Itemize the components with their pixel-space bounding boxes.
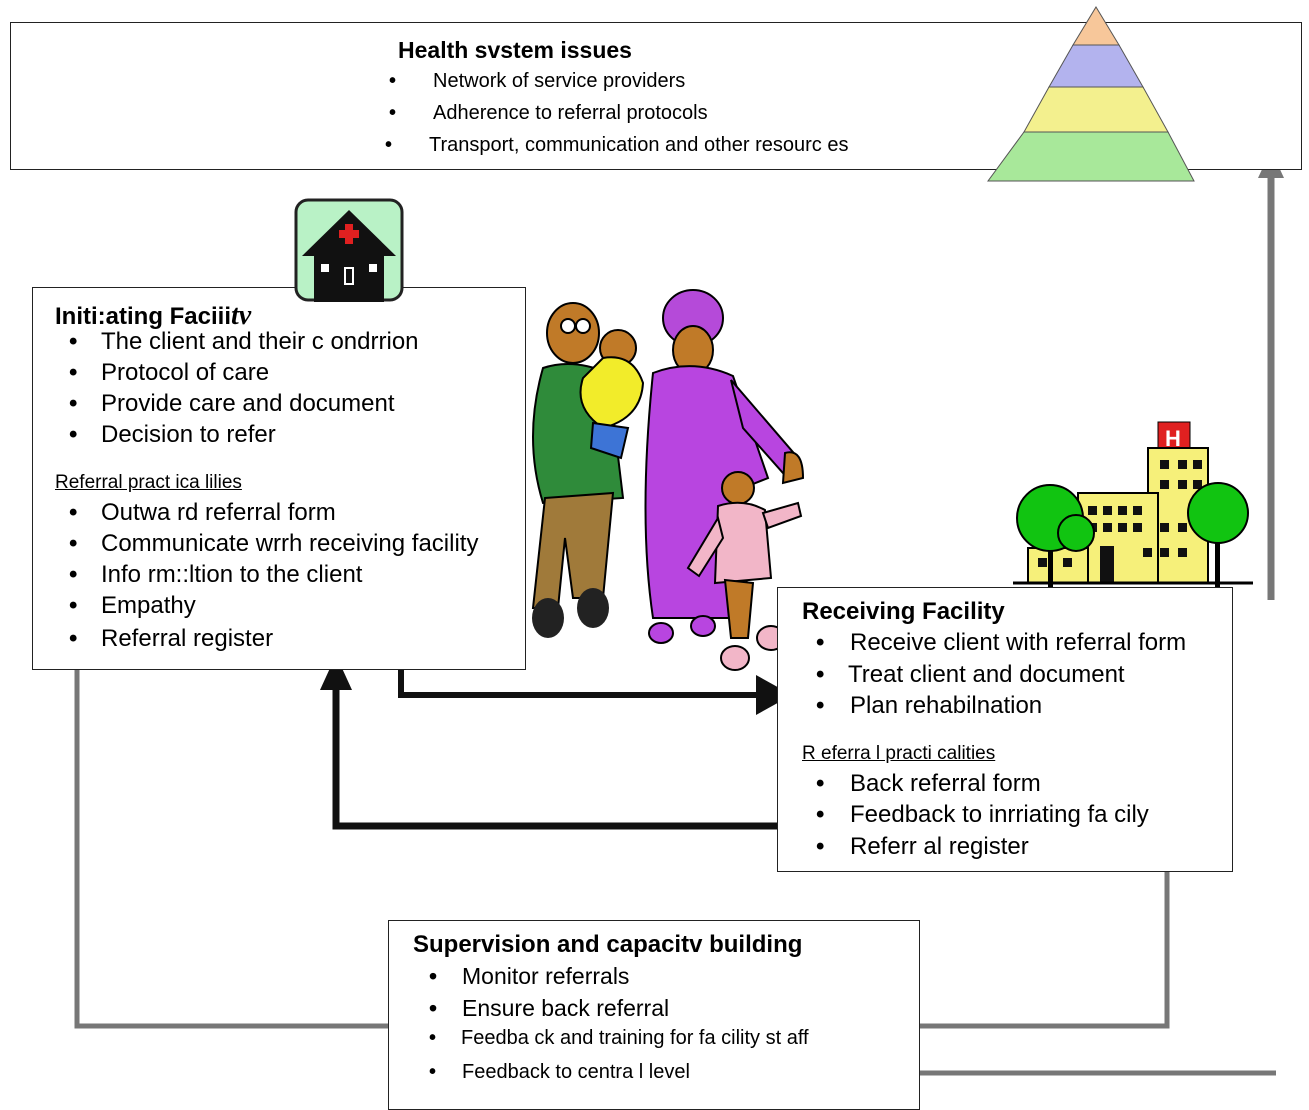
supervision-title: Supervision and capacitv building	[413, 931, 803, 958]
initiating-care-list: •The client and their c ondrrion •Protoc…	[69, 328, 419, 452]
list-item: •Info rm::ltion to the client	[69, 561, 363, 588]
list-item: •Receive client with referral form	[816, 629, 1187, 656]
health-system-list: •Network of service providers •Adherence…	[385, 70, 848, 166]
list-item: •Feedba ck and training for fa cility st…	[429, 1027, 809, 1049]
health-system-title: Health svstem issues	[398, 37, 632, 63]
list-item: •Feedback to inrriating fa cily	[816, 801, 1149, 828]
initiating-practicalities-label: Referral pract ica lilies	[55, 472, 242, 493]
list-item: •Adherence to referral protocols	[389, 102, 708, 124]
supervision-box: Supervision and capacitv building •Monit…	[388, 920, 920, 1110]
receiving-facility-box: Receiving Facility •Receive client with …	[777, 587, 1233, 872]
list-item: •Network of service providers	[389, 70, 686, 92]
list-item: •Empathy	[69, 592, 196, 619]
initiating-facility-box: Initi:ating Faciiitv •The client and the…	[32, 287, 526, 670]
receiving-practicalities-list: •Back referral form •Feedback to inrriat…	[816, 770, 1149, 864]
hospital-sign-text: H	[1165, 426, 1181, 451]
list-item: •Outwa rd referral form	[69, 499, 336, 526]
list-item: •Plan rehabilnation	[816, 692, 1043, 719]
black-arrowhead-up	[320, 655, 352, 690]
list-item: •Protocol of care	[69, 359, 270, 386]
list-item: •Communicate wrrh receiving facility	[69, 530, 479, 557]
list-item: •Back referral form	[816, 770, 1041, 797]
gray-line-initiating-to-supervision	[74, 665, 400, 1029]
initiating-practicalities-list: •Outwa rd referral form •Communicate wrr…	[69, 499, 478, 656]
receiving-care-list: •Receive client with referral form •Trea…	[816, 629, 1186, 723]
list-item: •Provide care and document	[69, 390, 395, 417]
list-item: •Treat client and document	[816, 661, 1125, 688]
initiating-facility-title: Initi:ating Faciiitv	[55, 300, 252, 331]
receiving-practicalities-label: R eferra l practi calities	[802, 743, 996, 764]
supervision-list: •Monitor referrals •Ensure back referral…	[429, 963, 809, 1093]
list-item: •The client and their c ondrrion	[69, 328, 419, 355]
gray-line-supervision-to-receiving	[900, 862, 1170, 1029]
list-item: •Transport, communication and other reso…	[385, 134, 849, 156]
list-item: •Referr al register	[816, 833, 1029, 860]
health-system-pyramid-icon	[987, 6, 1195, 182]
black-arrowhead-right	[756, 675, 792, 715]
list-item: •Referral register	[69, 625, 274, 652]
list-item: •Decision to refer	[69, 421, 276, 448]
black-line-back-referral	[332, 690, 796, 830]
family-walking-illustration	[531, 289, 805, 671]
list-item: •Feedback to centra l level	[429, 1061, 690, 1083]
list-item: •Monitor referrals	[429, 963, 630, 989]
clinic-house-icon	[294, 198, 404, 302]
hospital-icon: H	[1013, 421, 1253, 600]
list-item: •Ensure back referral	[429, 995, 670, 1021]
receiving-facility-title: Receiving Facility	[802, 598, 1005, 625]
